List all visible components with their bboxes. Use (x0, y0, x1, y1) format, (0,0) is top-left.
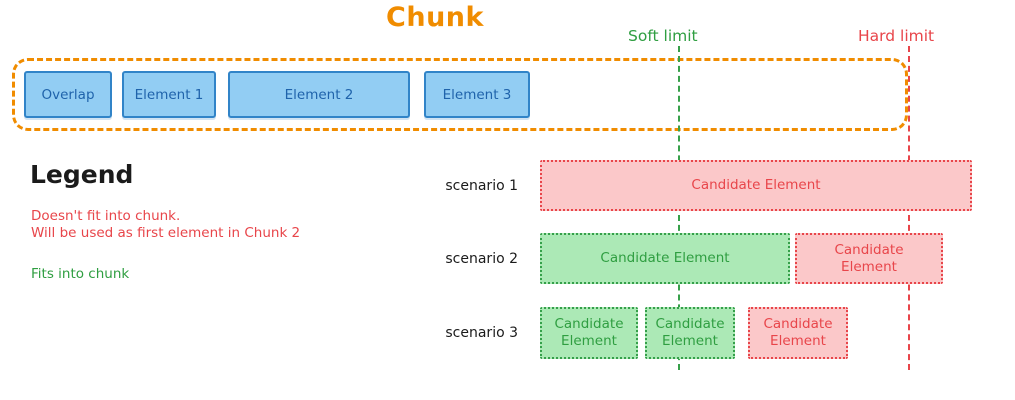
legend-note-fits: Fits into chunk (31, 266, 130, 282)
soft-limit-label: Soft limit (628, 27, 698, 45)
chunk-element-label: Overlap (41, 86, 95, 103)
candidate-element-box-overflows: Candidate Element (748, 307, 848, 359)
candidate-element-box-fits: Candidate Element (540, 233, 790, 284)
candidate-element-label: Candidate Element (763, 316, 833, 349)
scenario-label: scenario 1 (445, 178, 518, 194)
candidate-element-label: Candidate Element (554, 316, 624, 349)
chunk-element-box: Element 3 (424, 71, 530, 118)
candidate-element-label: Candidate Element (834, 241, 904, 275)
scenario-label: scenario 2 (445, 251, 518, 267)
chunk-element-box: Element 1 (122, 71, 216, 118)
chunk-element-label: Element 1 (134, 86, 204, 103)
candidate-element-box-fits: Candidate Element (645, 307, 735, 359)
candidate-element-label: Candidate Element (691, 177, 821, 193)
chunk-title: Chunk (386, 2, 484, 33)
chunk-element-label: Element 2 (284, 86, 354, 103)
chunk-container (12, 58, 908, 131)
hard-limit-label: Hard limit (858, 27, 935, 45)
legend-title: Legend (30, 160, 134, 189)
candidate-element-label: Candidate Element (655, 316, 725, 349)
scenario-label: scenario 3 (445, 325, 518, 341)
candidate-element-box-fits: Candidate Element (540, 307, 638, 359)
candidate-element-box-overflows: Candidate Element (795, 233, 943, 284)
chunk-element-box: Element 2 (228, 71, 410, 118)
chunk-element-label: Element 3 (442, 86, 512, 103)
chunk-element-box: Overlap (24, 71, 112, 118)
candidate-element-box-overflows: Candidate Element (540, 160, 972, 211)
legend-note-doesnt-fit: Doesn't fit into chunk. Will be used as … (31, 208, 301, 241)
candidate-element-label: Candidate Element (600, 250, 730, 266)
